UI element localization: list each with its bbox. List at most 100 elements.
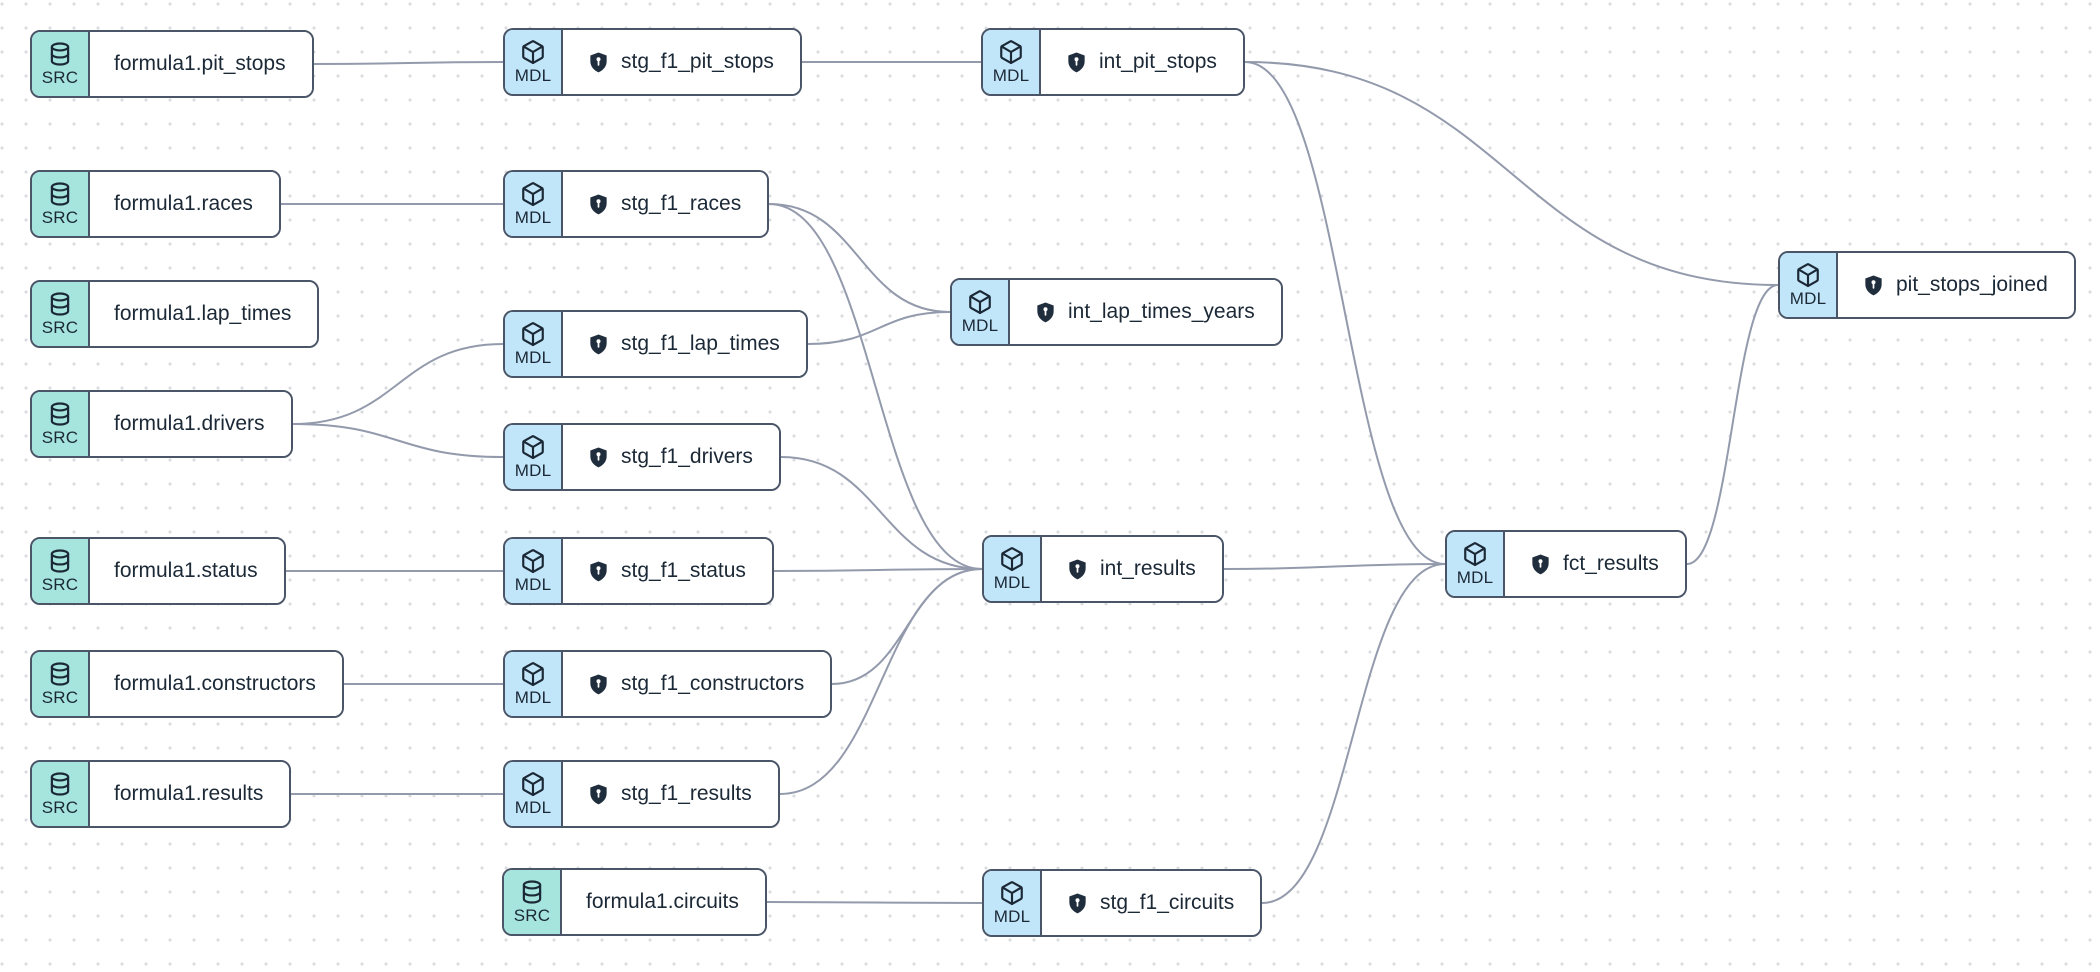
node-name-cell: stg_f1_pit_stops	[563, 30, 800, 94]
node-name-cell: formula1.circuits	[562, 870, 765, 934]
node-stg_f1_drivers[interactable]: MDL stg_f1_drivers	[503, 423, 781, 491]
edge-src_drivers-to-stg_lap_times	[292, 343, 504, 425]
node-label: formula1.constructors	[114, 672, 316, 695]
node-name-cell: formula1.pit_stops	[90, 32, 312, 96]
database-icon	[50, 662, 70, 686]
node-name-cell: stg_f1_circuits	[1042, 871, 1261, 935]
node-label: formula1.results	[114, 782, 264, 805]
shield-lock-icon	[1037, 301, 1054, 322]
node-type-badge: MDL	[992, 66, 1030, 85]
node-type-cell: SRC	[32, 652, 90, 716]
node-type-badge: SRC	[41, 575, 79, 594]
node-label: int_pit_stops	[1099, 50, 1217, 73]
node-type-badge: MDL	[514, 575, 552, 594]
edge-stg_status-to-int_results	[773, 568, 983, 572]
node-type-cell: MDL	[505, 539, 563, 603]
node-name-cell: stg_f1_drivers	[563, 425, 779, 489]
node-label: formula1.circuits	[586, 890, 739, 913]
shield-lock-icon	[590, 673, 607, 694]
cube-icon	[1001, 547, 1023, 572]
node-type-badge: SRC	[41, 798, 79, 817]
edge-int_results-to-fct_results	[1223, 563, 1446, 570]
node-type-badge: SRC	[41, 208, 79, 227]
node-type-badge: MDL	[514, 461, 552, 480]
node-name-cell: int_pit_stops	[1041, 30, 1243, 94]
node-type-badge: MDL	[514, 688, 552, 707]
node-formula1.status[interactable]: SRC formula1.status	[30, 537, 286, 605]
node-formula1.races[interactable]: SRC formula1.races	[30, 170, 281, 238]
database-icon	[50, 549, 70, 573]
cube-icon	[522, 549, 544, 574]
node-type-badge: SRC	[41, 688, 79, 707]
cube-icon	[522, 40, 544, 65]
node-label: stg_f1_circuits	[1100, 891, 1235, 914]
shield-lock-icon	[590, 193, 607, 214]
node-type-cell: MDL	[1780, 253, 1838, 317]
cube-icon	[522, 435, 544, 460]
edge-fct_results-to-pit_stops_joined	[1686, 284, 1779, 565]
node-name-cell: formula1.status	[90, 539, 284, 603]
shield-lock-icon	[590, 560, 607, 581]
node-name-cell: stg_f1_results	[563, 762, 778, 826]
edge-src_pit_stops-to-stg_pit_stops	[313, 61, 504, 65]
node-formula1.results[interactable]: SRC formula1.results	[30, 760, 292, 828]
node-int_pit_stops[interactable]: MDL int_pit_stops	[981, 28, 1245, 96]
node-stg_f1_lap_times[interactable]: MDL stg_f1_lap_times	[503, 310, 808, 378]
edge-stg_races-to-int_results	[768, 203, 983, 570]
node-type-cell: MDL	[505, 652, 563, 716]
node-type-cell: MDL	[505, 172, 563, 236]
node-pit_stops_joined[interactable]: MDL pit_stops_joined	[1778, 251, 2076, 319]
node-label: formula1.races	[114, 192, 253, 215]
database-icon	[50, 292, 70, 316]
cube-icon	[1797, 263, 1819, 288]
node-type-badge: MDL	[1789, 289, 1827, 308]
node-label: stg_f1_lap_times	[621, 332, 780, 355]
edge-src_drivers-to-stg_drivers	[292, 423, 504, 458]
edge-stg_races-to-int_lap_times_years	[768, 203, 951, 313]
edge-int_pit_stops-to-pit_stops_joined	[1244, 61, 1779, 286]
node-label: stg_f1_status	[621, 559, 746, 582]
node-fct_results[interactable]: MDL fct_results	[1445, 530, 1687, 598]
node-type-cell: MDL	[505, 312, 563, 376]
node-name-cell: fct_results	[1505, 532, 1685, 596]
node-type-cell: SRC	[32, 539, 90, 603]
cube-icon	[522, 322, 544, 347]
cube-icon	[1000, 40, 1022, 65]
node-label: stg_f1_pit_stops	[621, 50, 774, 73]
database-icon	[50, 42, 70, 66]
cube-icon	[522, 182, 544, 207]
shield-lock-icon	[590, 783, 607, 804]
node-name-cell: stg_f1_constructors	[563, 652, 831, 716]
node-type-cell: MDL	[1447, 532, 1505, 596]
node-label: fct_results	[1563, 552, 1659, 575]
node-type-cell: SRC	[32, 392, 90, 456]
node-stg_f1_status[interactable]: MDL stg_f1_status	[503, 537, 774, 605]
node-formula1.circuits[interactable]: SRC formula1.circuits	[502, 868, 767, 936]
shield-lock-icon	[1532, 553, 1549, 574]
database-icon	[522, 880, 542, 904]
node-type-badge: SRC	[513, 906, 551, 925]
node-type-cell: SRC	[32, 32, 90, 96]
cube-icon	[1001, 881, 1023, 906]
database-icon	[50, 182, 70, 206]
shield-lock-icon	[1069, 892, 1086, 913]
node-stg_f1_constructors[interactable]: MDL stg_f1_constructors	[503, 650, 833, 718]
node-formula1.constructors[interactable]: SRC formula1.constructors	[30, 650, 344, 718]
node-type-cell: MDL	[505, 762, 563, 826]
node-type-cell: MDL	[984, 537, 1042, 601]
node-name-cell: pit_stops_joined	[1838, 253, 2074, 317]
cube-icon	[522, 772, 544, 797]
node-label: stg_f1_constructors	[621, 672, 805, 695]
node-label: formula1.status	[114, 559, 258, 582]
database-icon	[50, 772, 70, 796]
